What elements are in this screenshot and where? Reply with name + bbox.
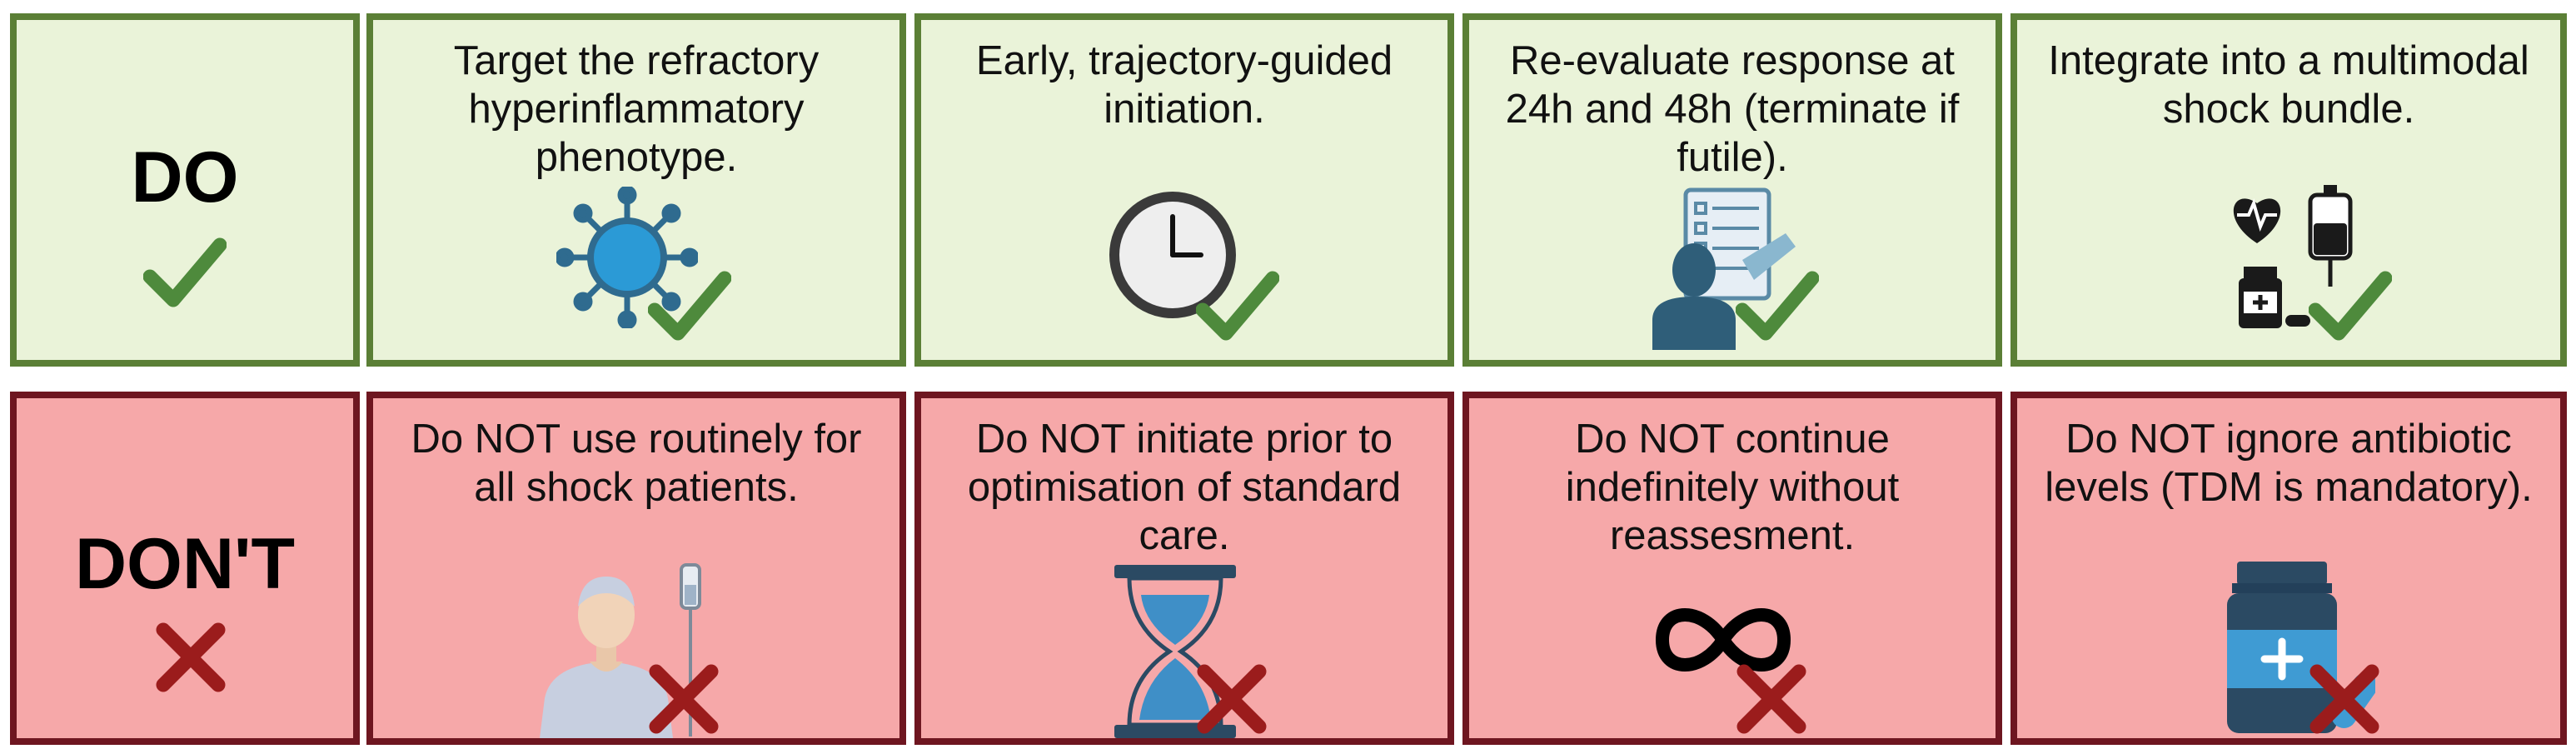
dont-label: DON'T xyxy=(74,524,296,604)
check-icon xyxy=(2309,271,2392,341)
hourglass-icon xyxy=(1114,565,1236,738)
dont-card-3: Do NOT continue indefinitely without rea… xyxy=(1462,392,2002,745)
dont-card-1: Do NOT use routinely for all shock patie… xyxy=(366,392,906,745)
cross-icon xyxy=(1736,664,1806,734)
check-icon xyxy=(1196,271,1279,341)
clock-icon xyxy=(1109,192,1236,318)
cross-icon xyxy=(1197,664,1267,734)
dont-card-4-text: Do NOT ignore antibiotic levels (TDM is … xyxy=(2045,417,2533,510)
do-card-2-text: Early, trajectory-guided initiation. xyxy=(975,38,1393,132)
check-icon xyxy=(1736,271,1819,341)
do-card-4: Integrate into a multimodal shock bundle… xyxy=(2010,13,2567,367)
iv-bag-icon xyxy=(2308,185,2353,287)
do-label: DO xyxy=(131,137,239,217)
dont-label-cell: DON'T xyxy=(10,392,360,745)
do-row: DO Target the refractory hyperinflammato… xyxy=(0,13,2576,367)
dont-row: DON'T Do NOT use routinely for all shock… xyxy=(0,392,2576,745)
checklist-person-icon xyxy=(1652,187,1796,350)
check-icon xyxy=(143,237,227,307)
do-card-1-text: Target the refractory hyperinflammatory … xyxy=(453,38,820,180)
dont-card-2-text: Do NOT initiate prior to optimisation of… xyxy=(967,417,1402,558)
shock-bundle-icon xyxy=(2233,185,2353,328)
do-card-3-text: Re-evaluate response at 24h and 48h (ter… xyxy=(1505,38,1960,180)
do-card-2: Early, trajectory-guided initiation. xyxy=(914,13,1454,367)
dont-card-1-text: Do NOT use routinely for all shock patie… xyxy=(411,417,862,510)
virus-icon xyxy=(556,187,698,328)
cross-icon xyxy=(649,664,719,734)
heart-rate-icon xyxy=(2233,198,2281,243)
check-icon xyxy=(648,271,731,341)
do-label-cell: DO xyxy=(10,13,360,367)
dont-card-2: Do NOT initiate prior to optimisation of… xyxy=(914,392,1454,745)
cross-icon xyxy=(2309,664,2379,734)
cross-icon xyxy=(156,622,226,692)
do-card-1: Target the refractory hyperinflammatory … xyxy=(366,13,906,367)
dont-card-3-text: Do NOT continue indefinitely without rea… xyxy=(1565,417,1900,558)
do-card-3: Re-evaluate response at 24h and 48h (ter… xyxy=(1462,13,2002,367)
pill-bottle-icon xyxy=(2239,267,2310,328)
dont-card-4: Do NOT ignore antibiotic levels (TDM is … xyxy=(2010,392,2567,745)
infinity-icon xyxy=(1655,608,1791,672)
patient-iv-icon xyxy=(540,563,701,738)
do-card-4-text: Integrate into a multimodal shock bundle… xyxy=(2048,38,2529,132)
